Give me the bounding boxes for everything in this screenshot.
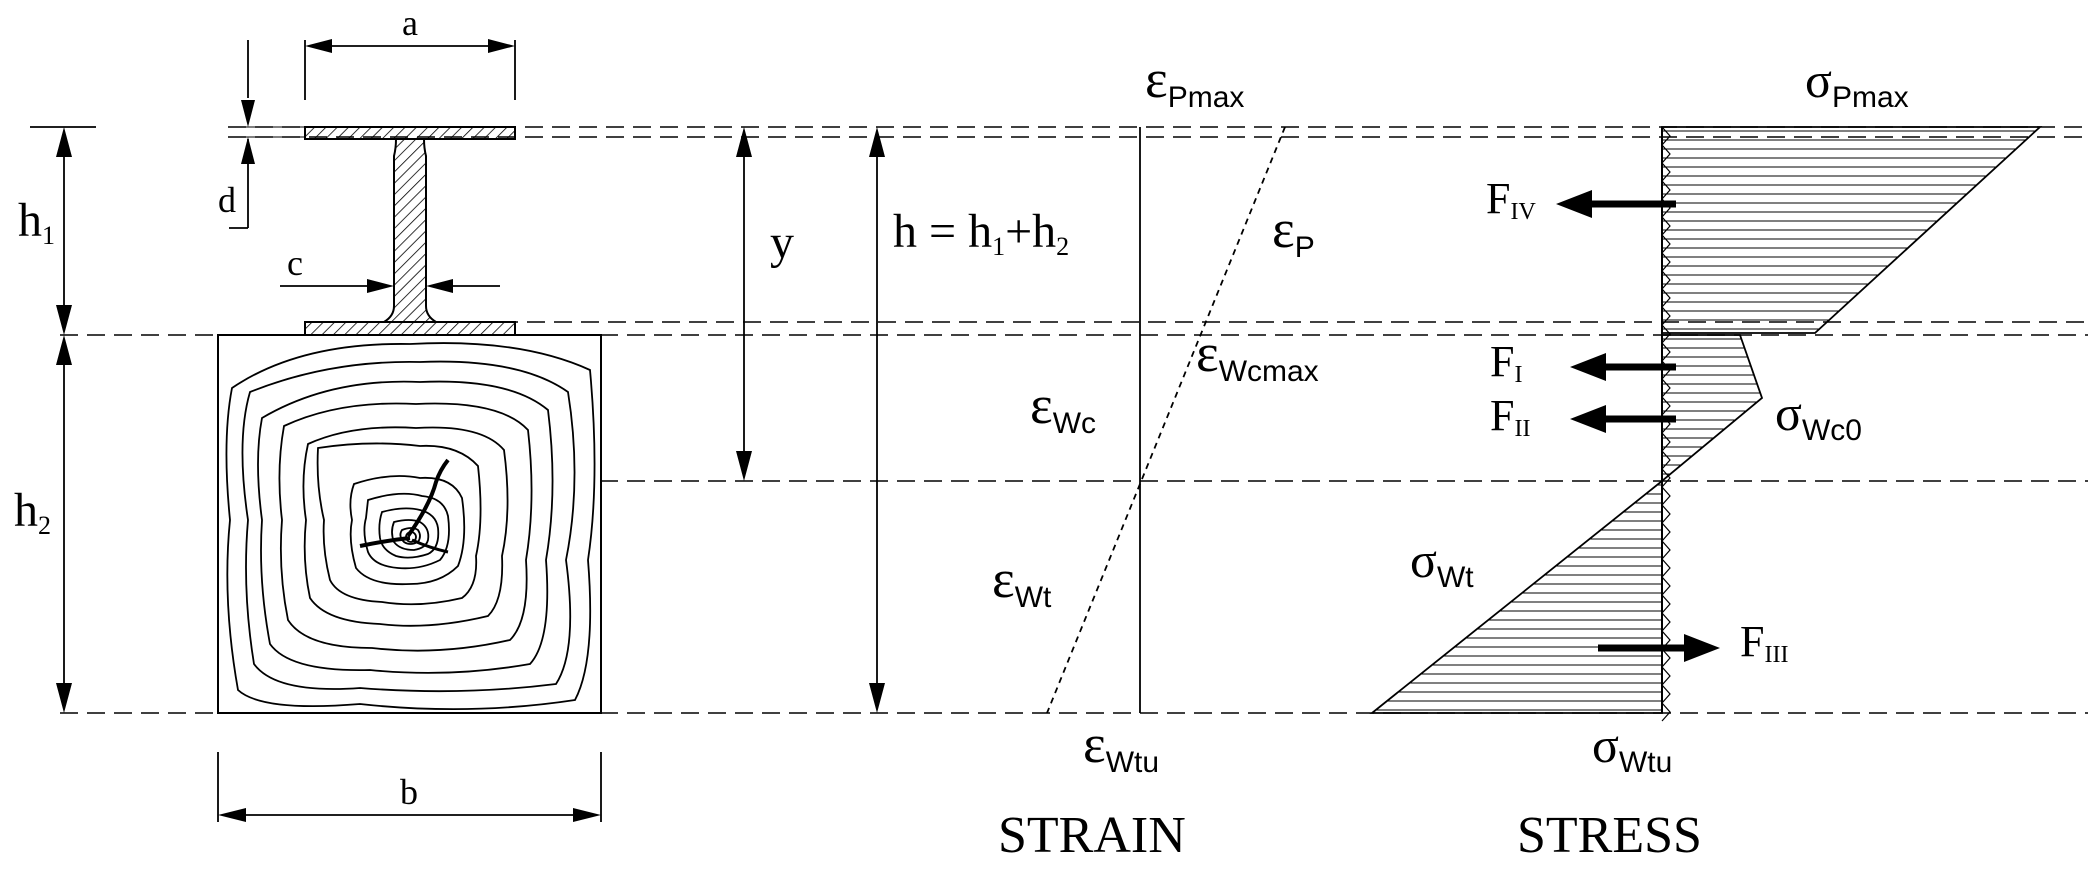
web <box>380 138 440 323</box>
label-h1: h1 <box>18 194 55 250</box>
label-sig-wt: σWt <box>1410 532 1474 594</box>
crack-3 <box>411 538 449 554</box>
dim-c-arrow-left <box>367 279 394 293</box>
label-a: a <box>402 3 418 43</box>
label-f1: FI <box>1490 337 1522 388</box>
label-eps-p: εP <box>1272 199 1315 264</box>
growth-ring-1 <box>225 342 596 711</box>
dim-b-arrow-left <box>218 808 246 822</box>
growth-ring-3 <box>257 380 554 674</box>
dim-a-arrow-right <box>488 39 515 53</box>
force-f4-arrow <box>1556 190 1592 218</box>
label-eps-wc: εWc <box>1030 375 1096 440</box>
growth-ring-8 <box>363 492 450 570</box>
force-arrows <box>1556 190 1720 662</box>
label-eps-wtu: εWtu <box>1083 714 1159 779</box>
growth-ring-9 <box>378 507 440 559</box>
timber-outline <box>217 334 602 714</box>
label-d: d <box>218 180 236 220</box>
crack-2 <box>359 536 411 548</box>
force-f2-arrow <box>1570 405 1606 433</box>
dim-h-arrow-top <box>869 127 885 157</box>
dim-c-arrow-right <box>426 279 453 293</box>
bottom-flange <box>304 321 516 336</box>
dim-h1-arrow-top <box>56 127 72 157</box>
stress-axis-zigzag <box>1661 126 1671 722</box>
stress-wood-compression-hatching <box>1662 338 1762 475</box>
dim-d-arrow-bottom <box>241 137 255 164</box>
growth-ring-7 <box>349 475 466 586</box>
growth-ring-2 <box>241 360 576 693</box>
stress-diagram <box>1369 126 2043 722</box>
top-flange <box>304 126 516 140</box>
label-sig-wc0: σWc0 <box>1775 385 1862 447</box>
stress-wood-tension-block <box>1369 479 1663 714</box>
dim-h-arrow-bottom <box>869 683 885 713</box>
dimension-lines <box>30 39 885 822</box>
steel-i-beam <box>304 126 516 336</box>
growth-ring-4 <box>278 402 533 652</box>
caption-strain: STRAIN <box>998 807 1186 864</box>
growth-ring-6 <box>316 442 482 606</box>
force-f1-arrow <box>1570 353 1606 381</box>
stress-upper-hatching <box>1662 130 2040 330</box>
dim-h2-arrow-top <box>56 335 72 365</box>
dim-h1-arrow-bottom <box>56 305 72 335</box>
timber-section <box>217 334 602 714</box>
label-h-formula: h = h1+h2 <box>893 205 1069 261</box>
dim-y-arrow-bottom <box>736 451 752 481</box>
label-f2: FII <box>1490 391 1530 442</box>
label-eps-wt: εWt <box>992 549 1052 614</box>
label-h2: h2 <box>14 484 51 540</box>
label-eps-wcmax: εWcmax <box>1196 323 1319 388</box>
dim-y-arrow-top <box>736 127 752 157</box>
label-y: y <box>770 216 794 269</box>
growth-ring-5 <box>302 426 509 627</box>
force-f3-arrow <box>1684 634 1720 662</box>
label-sig-wtu: σWtu <box>1592 717 1672 779</box>
dim-b-arrow-right <box>573 808 601 822</box>
label-b: b <box>400 772 418 812</box>
caption-stress: STRESS <box>1517 807 1702 864</box>
strain-diagram <box>1046 126 1286 714</box>
crack-1 <box>406 458 450 538</box>
label-eps-pmax: εPmax <box>1145 49 1244 114</box>
dim-d-arrow-top <box>241 100 255 127</box>
label-c: c <box>287 243 303 283</box>
labels: a b c d y h1 h2 h = h1+h2 εPmax εP εWcma… <box>14 3 1909 864</box>
label-f3: FIII <box>1740 617 1788 668</box>
label-sig-pmax: σPmax <box>1805 52 1909 114</box>
dim-a-arrow-left <box>305 39 332 53</box>
dim-h2-arrow-bottom <box>56 683 72 713</box>
label-f4: FIV <box>1486 174 1536 225</box>
